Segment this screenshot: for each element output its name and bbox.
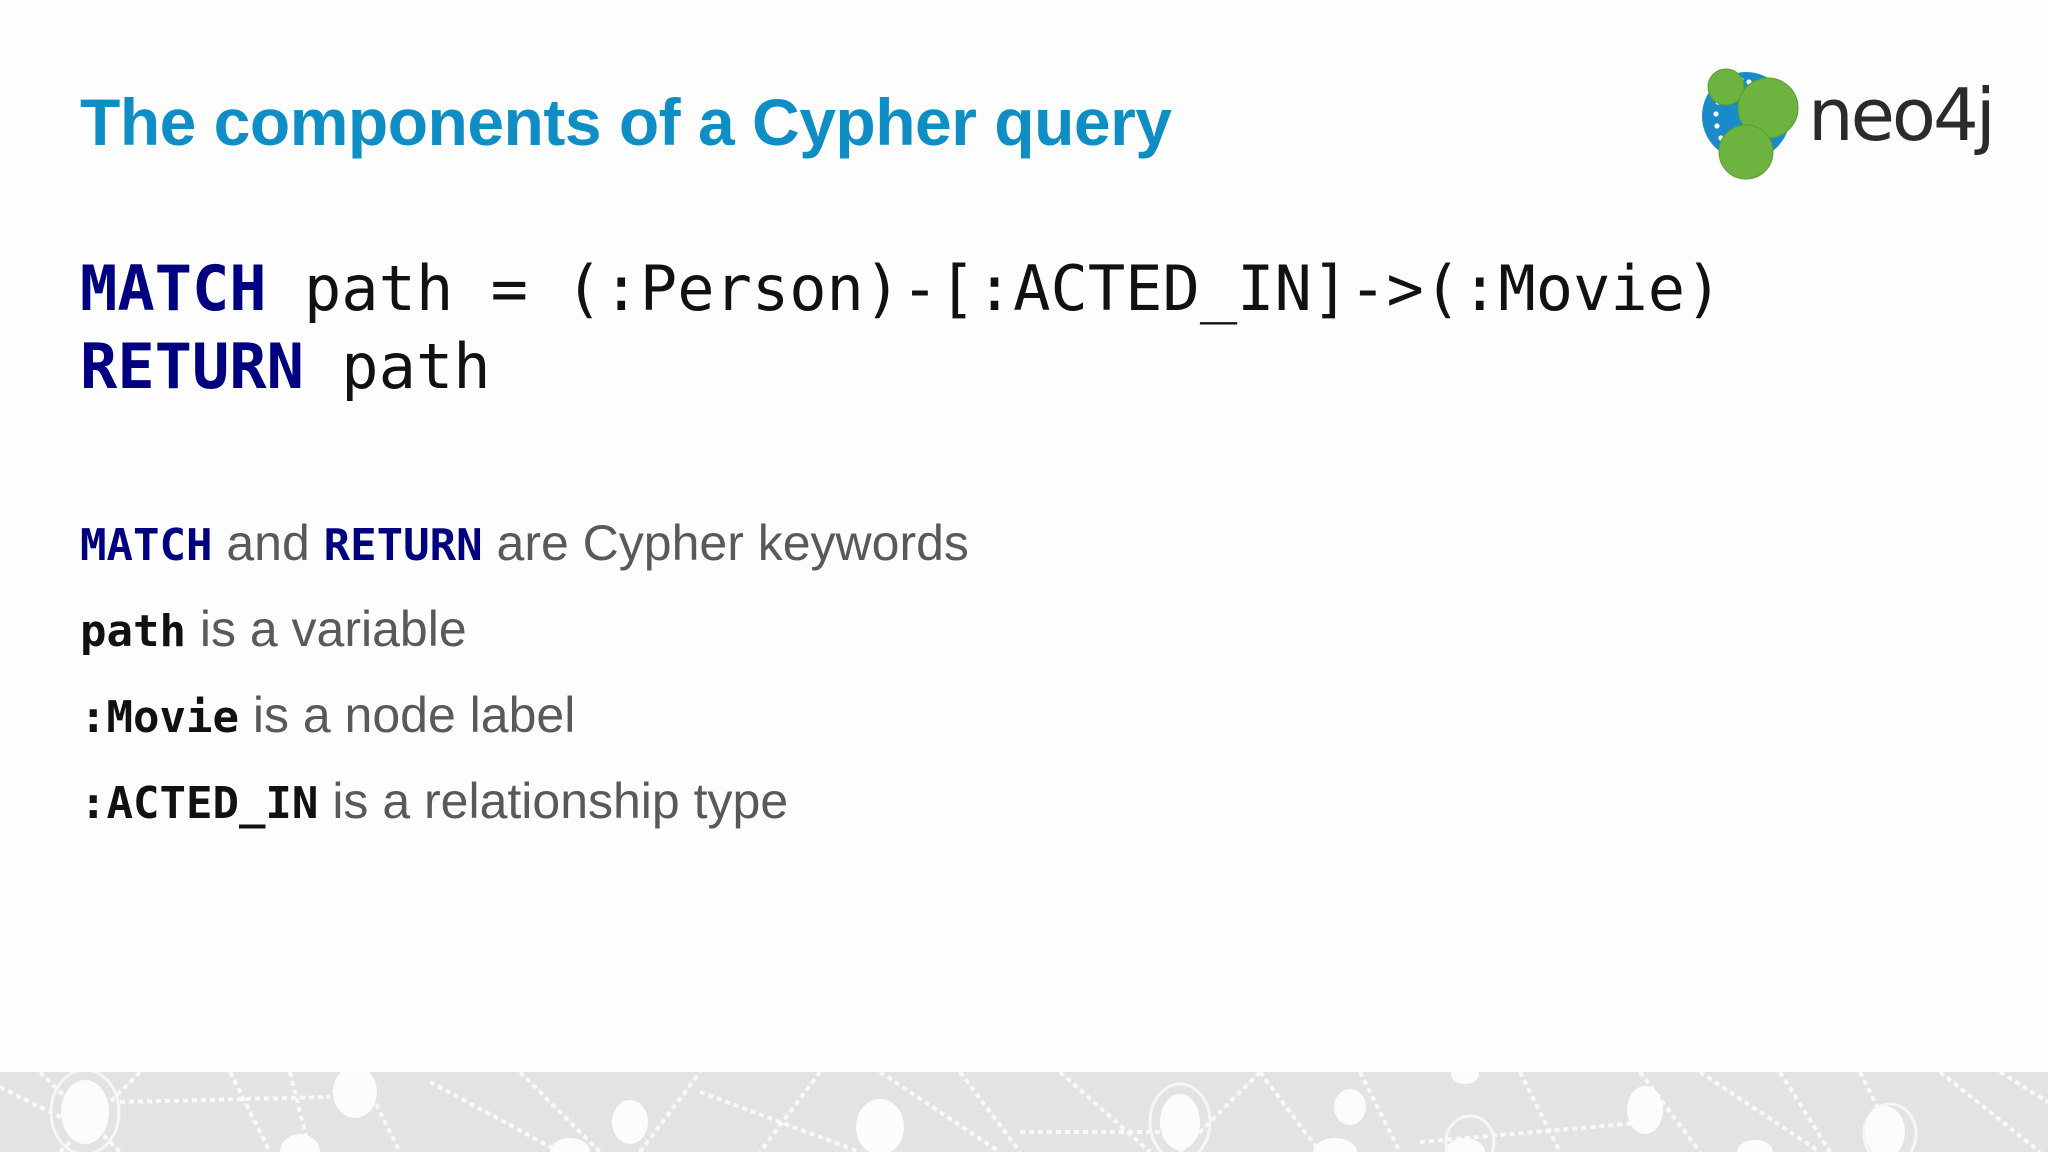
bullet-text: are Cypher keywords <box>482 515 969 571</box>
explanation-list: MATCH and RETURN are Cypher keywords pat… <box>80 505 969 849</box>
code-line-2: RETURN path <box>80 330 491 403</box>
code-keyword-match: MATCH <box>80 252 267 325</box>
term-acted-in: :ACTED_IN <box>80 778 319 829</box>
graph-network-pattern-icon <box>0 1072 2048 1152</box>
code-line-2-rest: path <box>303 330 491 403</box>
footer-decorative-band <box>0 1072 2048 1152</box>
term-path: path <box>80 606 186 657</box>
cypher-code-block: MATCH path = (:Person)-[:ACTED_IN]->(:Mo… <box>80 250 1722 406</box>
bullet-text: is a variable <box>185 601 467 657</box>
bullet-keywords: MATCH and RETURN are Cypher keywords <box>80 505 969 591</box>
code-line-1-rest: path = (:Person)-[:ACTED_IN]->(:Movie) <box>266 252 1723 325</box>
bullet-relationship-type: :ACTED_IN is a relationship type <box>80 763 969 849</box>
slide-title: The components of a Cypher query <box>80 85 1172 159</box>
term-movie: :Movie <box>80 692 239 743</box>
code-keyword-return: RETURN <box>80 330 304 403</box>
bullet-joiner: and <box>212 515 324 571</box>
bullet-text: is a node label <box>238 687 576 743</box>
term-match: MATCH <box>80 520 213 571</box>
term-return: RETURN <box>323 520 483 571</box>
code-line-1: MATCH path = (:Person)-[:ACTED_IN]->(:Mo… <box>80 252 1722 325</box>
neo4j-wordmark: neo4j <box>1808 73 1996 157</box>
bullet-variable: path is a variable <box>80 591 969 677</box>
bullet-text: is a relationship type <box>318 773 789 829</box>
neo4j-graph-logo-icon <box>1702 68 1799 180</box>
bullet-node-label: :Movie is a node label <box>80 677 969 763</box>
neo4j-logo: neo4j <box>1696 62 2006 180</box>
